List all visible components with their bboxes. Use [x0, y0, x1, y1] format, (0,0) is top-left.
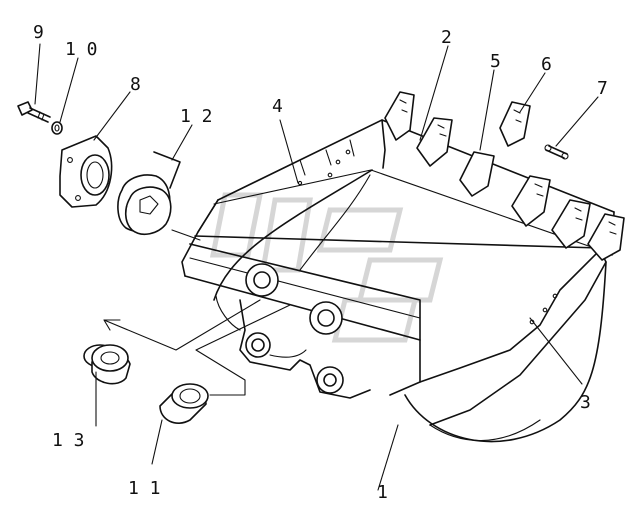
tooth-pin [544, 144, 569, 160]
bolt [17, 101, 51, 123]
shims [117, 151, 181, 236]
washer [51, 121, 63, 135]
callout-4: 4 [272, 96, 283, 117]
tooth-point [499, 101, 531, 147]
teeth-row [384, 91, 625, 261]
callout-5: 5 [490, 51, 501, 72]
leader-lines [34, 43, 599, 491]
bucket-body [181, 119, 615, 443]
callout-2: 2 [441, 27, 452, 48]
callout-12: 1 2 [180, 106, 213, 127]
callout-11: 1 1 [128, 478, 161, 499]
assembly-lines [103, 229, 291, 396]
callout-7: 7 [597, 78, 608, 99]
callout-13: 1 3 [52, 430, 85, 451]
callout-10: 1 0 [65, 39, 98, 60]
bushing-11 [159, 383, 209, 424]
callout-6: 6 [541, 54, 552, 75]
callout-1: 1 [377, 482, 388, 503]
callout-8: 8 [130, 74, 141, 95]
callout-9: 9 [33, 22, 44, 43]
bushing-13 [83, 344, 131, 385]
retaining-plate [59, 135, 113, 208]
callouts: 1 2 3 4 5 6 7 8 9 1 0 1 1 1 2 1 3 [33, 22, 608, 503]
callout-3: 3 [580, 392, 591, 413]
